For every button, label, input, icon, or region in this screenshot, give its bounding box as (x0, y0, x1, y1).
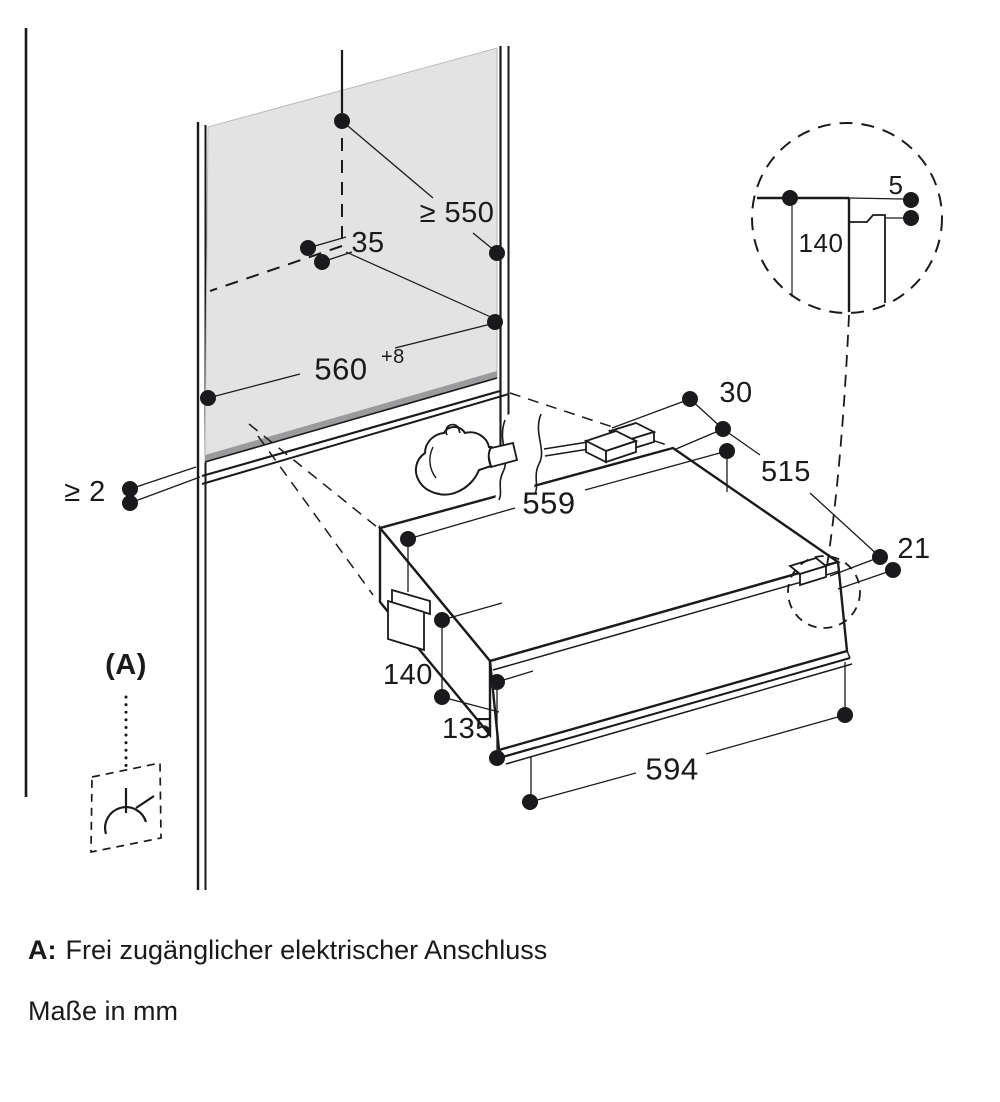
dim-dot (837, 707, 853, 723)
electrical-callout (90, 695, 162, 854)
dim-rear-clearance-label: 35 (351, 227, 384, 259)
dim-dot (122, 495, 138, 511)
power-plug (414, 423, 519, 496)
note-units-text: Maße in mm (28, 995, 179, 1026)
dim-niche-width-tolerance: +8 (381, 346, 405, 368)
dim-appliance-depth-label: 515 (761, 456, 811, 488)
connector-front-side (605, 439, 637, 464)
dim-dot (334, 113, 350, 129)
plug-body (414, 426, 493, 496)
footnotes: A: Frei zugänglicher elektrischer Anschlu… (28, 935, 548, 1057)
detail-top-gap-label: 5 (889, 170, 904, 200)
dim-dot (300, 240, 316, 256)
niche-back-panel-bottom-strip (205, 371, 497, 462)
appliance-connector (583, 422, 657, 464)
detail-link-line (826, 314, 850, 567)
terminal-box (387, 599, 425, 652)
dim-line-niche-width (207, 322, 496, 399)
detail-view (751, 122, 943, 629)
dim-dot (782, 190, 798, 206)
niche-floor-front-edge-inner (201, 393, 510, 485)
dim-panel-width-label: 594 (645, 752, 698, 787)
niche-floor-front-edge-outer (201, 389, 501, 478)
front-panel-top-groove (492, 570, 841, 671)
dim-line-appliance-width (407, 450, 728, 592)
dim-dot (719, 443, 735, 459)
dim-dot (489, 245, 505, 261)
plug-ear (445, 423, 461, 436)
socket-arc (104, 806, 148, 835)
projection-line-top-left (248, 423, 378, 528)
detail-source-circle (787, 555, 861, 629)
dim-leaders-front-protrusion (829, 556, 894, 590)
note-marker-prefix: A: (28, 935, 57, 965)
dim-dot (715, 421, 731, 437)
dim-dot (314, 254, 330, 270)
front-panel-bottom-lip-outer (502, 657, 851, 758)
power-cord-assembly (414, 410, 657, 502)
front-panel-bottom-lip-inner (505, 663, 853, 765)
dim-dot (903, 210, 919, 226)
cord-break-mask (495, 410, 543, 502)
projection-line-bottom-left (257, 435, 374, 596)
detail-circle (751, 122, 943, 314)
dim-side-gap-label: ≥ 2 (64, 476, 106, 508)
detail-panel-profile (849, 214, 886, 303)
note-electrical-connection: A: Frei zugänglicher elektrischer Anschlu… (28, 935, 548, 966)
dim-dot (400, 531, 416, 547)
dimension-dots (122, 113, 901, 810)
dim-dot (872, 549, 888, 565)
niche-hidden-corner-diagonal (209, 245, 343, 292)
socket-outlet-icon (104, 788, 155, 835)
cord-break-wave-left (498, 419, 507, 501)
detail-panel-height-label: 140 (799, 228, 844, 258)
dim-dot (434, 612, 450, 628)
dim-dot (885, 562, 901, 578)
dim-appliance-width-label: 559 (522, 486, 575, 521)
socket-tick (135, 795, 155, 809)
detail-gap-leader-top (848, 197, 905, 200)
plug-face-line (429, 446, 437, 479)
dim-niche-width-label: 560 (314, 352, 367, 387)
niche-cabinet (24, 28, 510, 890)
socket-outline-box (90, 761, 162, 854)
dim-dot (487, 314, 503, 330)
appliance-drawing (377, 446, 853, 765)
dim-rear-gap-label: 30 (719, 377, 752, 409)
dim-dot (434, 689, 450, 705)
dim-dot (489, 750, 505, 766)
dim-dot (522, 794, 538, 810)
dim-front-protrusion-label: 21 (897, 533, 930, 565)
note-units: Maße in mm (28, 995, 547, 1027)
dim-dot (682, 391, 698, 407)
dim-appliance-height-label: 140 (383, 659, 433, 691)
niche-back-panel-bottom-edge (204, 377, 498, 463)
dim-dot (489, 674, 505, 690)
handle-block-front (799, 564, 827, 587)
terminal-box-flap (391, 588, 431, 616)
dim-dot (903, 192, 919, 208)
dim-line-panel-width (529, 662, 846, 803)
note-marker-text: Frei zugänglicher elektrischer Anschluss (65, 935, 548, 965)
dim-line-appliance-height (441, 602, 503, 713)
callout-a-label: (A) (105, 649, 147, 681)
dim-niche-depth-label: ≥ 550 (420, 197, 495, 229)
cord-break-wave-right (534, 413, 543, 495)
dim-dot (200, 390, 216, 406)
dim-panel-height-label: 135 (442, 713, 492, 745)
cord-segment-right (543, 441, 590, 457)
niche-rear-reference-line (345, 251, 494, 319)
dim-dot (122, 481, 138, 497)
dim-leaders-side-gap (129, 466, 201, 504)
